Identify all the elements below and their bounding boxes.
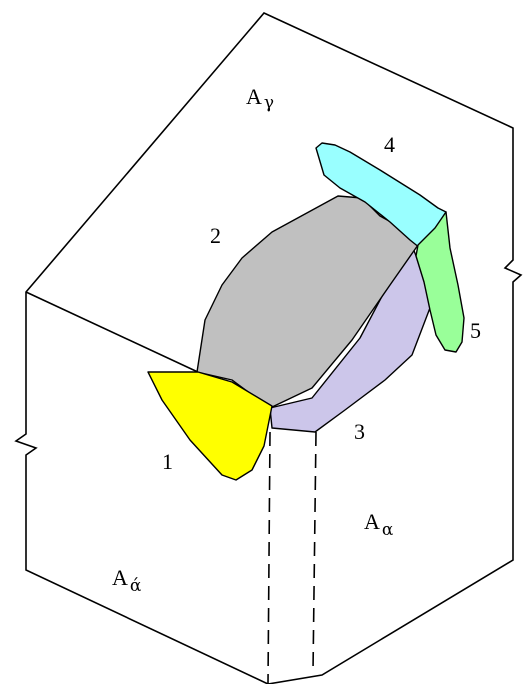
zone-5-label: 5 [470,318,481,343]
zone-4-label: 4 [384,132,395,157]
zone-2-label: 2 [210,223,221,248]
zone-1-label: 1 [162,449,173,474]
zone-3-label: 3 [354,419,365,444]
zone-3-region [269,247,434,433]
hidden-edge-right [312,431,317,673]
zone-5-region [415,211,465,353]
top-face-front-edge [25,291,216,381]
hidden-edge-left [267,431,271,684]
zone-1-region [147,371,273,481]
block-outline [14,12,523,684]
